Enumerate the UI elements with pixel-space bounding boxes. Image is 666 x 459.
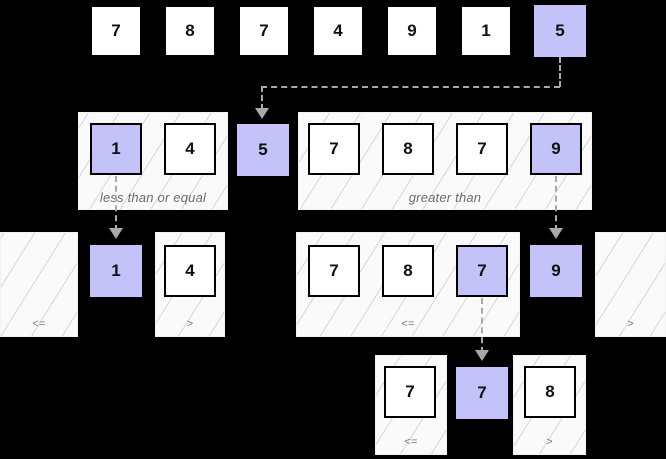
connector-line [559,57,561,87]
group-label: less than or equal [99,190,207,205]
array-cell[interactable]: 7 [384,366,436,418]
connector-line [481,298,483,353]
array-cell[interactable]: 8 [382,245,434,297]
group-gt-empty-right: > [595,232,666,337]
pivot-cell[interactable]: 1 [90,123,142,175]
group-label: > [546,436,553,448]
pivot-cell[interactable]: 9 [530,245,582,297]
group-label: > [186,318,194,330]
array-cell[interactable]: 4 [164,123,216,175]
connector-arrowhead [549,228,563,239]
array-cell[interactable]: 8 [524,366,576,418]
pivot-cell[interactable]: 1 [90,245,142,297]
connector-line [115,176,117,231]
pivot-cell[interactable]: 5 [534,5,586,57]
pivot-cell[interactable]: 5 [237,124,289,176]
array-cell[interactable]: 8 [164,5,216,57]
connector-line [261,86,263,110]
group-label: greater than [408,190,482,205]
connector-line [555,176,557,231]
array-cell[interactable]: 7 [308,245,360,297]
connector-arrowhead [475,350,489,361]
connector-arrowhead [255,108,269,119]
group-lte-empty-left: <= [0,232,78,337]
connector-line [261,86,560,88]
group-label: <= [404,436,418,448]
array-cell[interactable]: 7 [308,123,360,175]
array-cell[interactable]: 7 [90,5,142,57]
array-cell[interactable]: 7 [238,5,290,57]
array-cell[interactable]: 7 [456,123,508,175]
group-label: <= [32,318,46,330]
array-cell[interactable]: 4 [312,5,364,57]
pivot-cell[interactable]: 7 [456,245,508,297]
group-label: > [627,318,634,330]
pivot-cell[interactable]: 7 [456,367,508,419]
array-cell[interactable]: 8 [382,123,434,175]
connector-arrowhead [109,228,123,239]
group-label: <= [401,318,415,330]
array-cell[interactable]: 9 [386,5,438,57]
array-cell[interactable]: 1 [460,5,512,57]
pivot-cell[interactable]: 9 [530,123,582,175]
array-cell[interactable]: 4 [164,245,216,297]
